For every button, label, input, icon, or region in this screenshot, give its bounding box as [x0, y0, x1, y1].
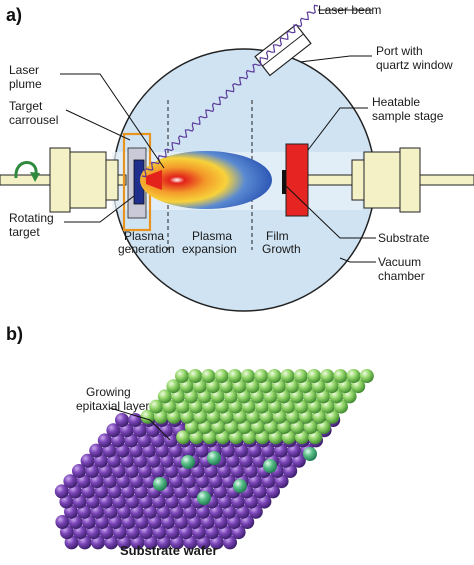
epitaxial-layer-atom: [320, 369, 335, 383]
label-plasma-generation-line1: Plasma: [124, 229, 164, 243]
port-with-window: [254, 23, 312, 77]
epitaxial-layer-atom: [241, 369, 255, 383]
right-flange-mid: [363, 151, 401, 209]
epitaxial-layer-atom: [140, 409, 155, 424]
adatom: [233, 479, 247, 493]
panel-a-label: a): [6, 5, 22, 25]
epitaxial-layer-atom: [267, 369, 282, 383]
substrate-atom: [55, 515, 70, 529]
substrate-atom: [106, 423, 121, 438]
rotation-arrowhead-icon: [30, 172, 40, 182]
label-laser-plume-line2: plume: [9, 77, 42, 91]
left-flange-mid: [69, 151, 107, 209]
label-target-carrousel-line1: Target: [9, 99, 43, 113]
substrate-atom: [97, 433, 112, 448]
label-growing-layer-line1: Growing: [86, 385, 131, 399]
label-heatable-stage-line2: sample stage: [372, 109, 444, 123]
adatom: [303, 447, 317, 461]
label-laser-beam: Laser beam: [318, 3, 381, 17]
label-film-growth-line2: Growth: [262, 242, 301, 256]
label-vacuum-chamber-line2: chamber: [378, 269, 425, 283]
substrate-atom: [115, 413, 129, 427]
epitaxial-layer-atom: [149, 399, 164, 414]
left-rod: [0, 174, 51, 186]
epitaxial-layer-atom: [307, 369, 321, 383]
epitaxial-layer-atom: [166, 379, 181, 394]
substrate: [282, 170, 286, 194]
adatom: [263, 459, 277, 473]
substrate-atom: [63, 474, 78, 489]
label-substrate-wafer: Substrate wafer: [120, 543, 218, 558]
epitaxial-layer-atom: [157, 389, 172, 404]
label-port-line1: Port with: [376, 44, 423, 58]
leader-lines-a: [60, 9, 376, 263]
adatom: [181, 455, 195, 469]
epitaxial-layer-atom: [227, 369, 242, 383]
right-flange-outer: [399, 147, 421, 213]
epitaxial-layer-atom: [188, 369, 203, 383]
epitaxial-layer-atom: [214, 369, 229, 383]
laser-beam: [141, 4, 319, 178]
epitaxial-layer-atom: [201, 369, 216, 383]
label-port-line2: quartz window: [376, 58, 453, 72]
plume-base: [146, 170, 162, 190]
label-substrate: Substrate: [378, 231, 430, 245]
label-growing-layer-line2: epitaxial layer: [76, 399, 149, 413]
rotation-arrow-icon: [14, 161, 38, 179]
epitaxial-layer-atom: [333, 369, 348, 383]
atom-lattice: [54, 369, 374, 550]
epitaxial-layer-atom: [293, 369, 308, 383]
substrate-atom: [89, 443, 104, 458]
label-plasma-generation-line2: generation: [118, 242, 175, 256]
right-rod: [419, 174, 474, 186]
adatom: [153, 477, 167, 491]
epitaxial-layer-atom: [176, 430, 191, 445]
substrate-atom: [72, 464, 86, 478]
epitaxial-layer-atom: [346, 369, 361, 383]
epitaxial-layer-atom: [254, 369, 269, 383]
label-rotating-target-line2: target: [9, 225, 40, 239]
substrate-atom: [80, 453, 95, 468]
substrate-atom: [54, 484, 69, 499]
left-shaft: [117, 174, 127, 186]
plasma-plume: [140, 151, 272, 209]
label-rotating-target-line1: Rotating: [9, 211, 54, 225]
adatom: [197, 491, 211, 505]
label-film-growth-line1: Film: [266, 229, 289, 243]
label-laser-plume-line1: Laser: [9, 63, 39, 77]
right-flange-inner: [351, 159, 365, 201]
heatable-sample-stage: [285, 143, 309, 217]
epitaxial-layer-atom: [359, 369, 374, 383]
left-flange-inner: [105, 159, 119, 201]
epitaxial-layer-atom: [280, 369, 295, 383]
label-plasma-expansion-line2: expansion: [182, 242, 237, 256]
left-flange-outer: [49, 147, 71, 213]
label-target-carrousel-line2: carrousel: [9, 113, 58, 127]
leader-lines-b: [109, 407, 171, 441]
panel-b-label: b): [6, 324, 23, 344]
epitaxial-layer-atom: [175, 369, 189, 383]
adatom: [207, 451, 221, 465]
label-plasma-expansion-line1: Plasma: [192, 229, 232, 243]
label-heatable-stage-line1: Heatable: [372, 95, 420, 109]
label-vacuum-chamber-line1: Vacuum: [378, 255, 421, 269]
